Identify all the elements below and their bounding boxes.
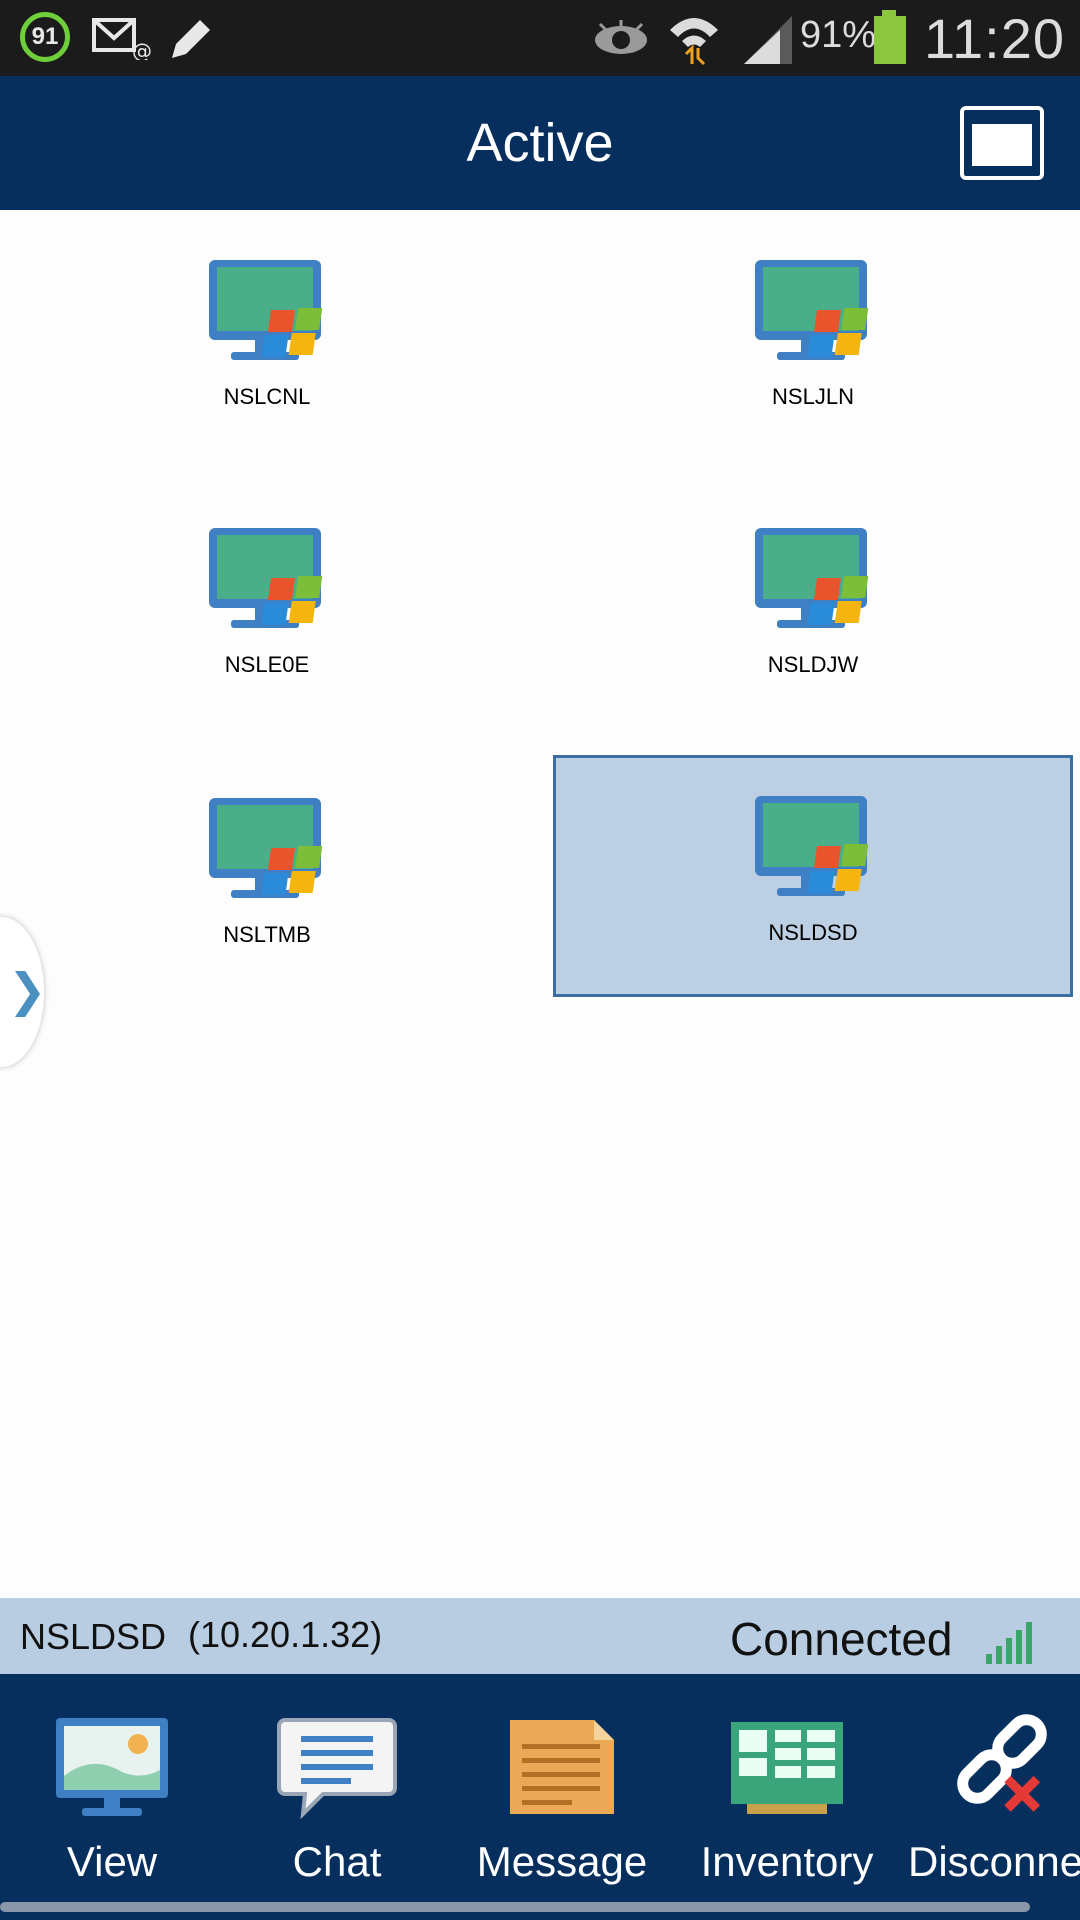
computer-item-nsldsd[interactable]: NSLDSD — [703, 794, 923, 964]
email-icon: @ — [92, 18, 152, 60]
windows-pc-icon — [207, 526, 327, 644]
connection-status: Connected — [730, 1613, 953, 1665]
computer-name: NSLDSD — [768, 920, 858, 945]
computer-item-nsldjw[interactable]: NSLDJW — [703, 526, 923, 696]
view-button[interactable]: View — [12, 1674, 212, 1920]
message-label: Message — [476, 1838, 648, 1885]
windows-pc-icon — [753, 258, 873, 376]
signal-strength-icon — [986, 1622, 1032, 1664]
computer-grid: NSLCNL NSLJLN NSLE0E NSLDJW NSLTMB NSLDS… — [0, 210, 1080, 1598]
disconnect-icon — [957, 1714, 1047, 1812]
bottom-toolbar: View Chat Message — [0, 1674, 1080, 1920]
computer-item-nsle0e[interactable]: NSLE0E — [157, 526, 377, 696]
windows-pc-icon — [753, 794, 873, 912]
windows-pc-icon — [753, 526, 873, 644]
disconnect-label: Disconne — [908, 1838, 1080, 1885]
notification-badge-icon: 91 — [20, 12, 70, 62]
computer-name: NSLCNL — [223, 384, 311, 409]
windows-pc-icon — [207, 258, 327, 376]
status-bar: 91 @ 91% 11:20 — [0, 0, 1080, 76]
app-header: Active — [0, 76, 1080, 210]
battery-icon — [874, 10, 906, 64]
computer-name: NSLE0E — [224, 652, 310, 677]
computer-item-nslcnl[interactable]: NSLCNL — [157, 258, 377, 428]
message-button[interactable]: Message — [462, 1674, 662, 1920]
inventory-button[interactable]: Inventory — [687, 1674, 887, 1920]
computer-name: NSLDJW — [767, 652, 859, 677]
computer-item-nsltmb[interactable]: NSLTMB — [157, 796, 377, 966]
chat-label: Chat — [292, 1838, 382, 1885]
connected-host-ip: (10.20.1.32) — [188, 1614, 383, 1655]
pencil-icon — [172, 20, 210, 58]
message-icon — [510, 1720, 614, 1814]
disconnect-button[interactable]: Disconne — [890, 1674, 1080, 1920]
computer-item-nsljln[interactable]: NSLJLN — [703, 258, 923, 428]
view-label: View — [66, 1838, 158, 1885]
computer-name: NSLTMB — [223, 922, 311, 947]
window-icon — [972, 124, 1032, 166]
view-icon — [56, 1718, 168, 1816]
connected-host-name: NSLDSD — [20, 1616, 167, 1657]
clock: 11:20 — [924, 7, 1065, 70]
chat-button[interactable]: Chat — [237, 1674, 437, 1920]
window-toggle-button[interactable] — [960, 106, 1044, 180]
inventory-label: Inventory — [700, 1838, 874, 1885]
chevron-right-icon: ❯ — [8, 964, 47, 1016]
connection-status-bar: NSLDSD (10.20.1.32) Connected — [0, 1598, 1080, 1674]
toolbar-scrollbar[interactable] — [0, 1902, 1030, 1912]
computer-name: NSLJLN — [772, 384, 854, 409]
windows-pc-icon — [207, 796, 327, 914]
side-drawer-handle[interactable]: ❯ — [0, 917, 47, 1067]
inventory-icon — [731, 1722, 843, 1814]
svg-text:@: @ — [132, 39, 152, 60]
page-title: Active — [466, 113, 614, 173]
battery-percent: 91% — [800, 14, 877, 56]
chat-icon — [277, 1718, 397, 1820]
eye-icon — [595, 20, 647, 54]
wifi-icon — [670, 18, 718, 66]
signal-icon — [744, 16, 792, 64]
